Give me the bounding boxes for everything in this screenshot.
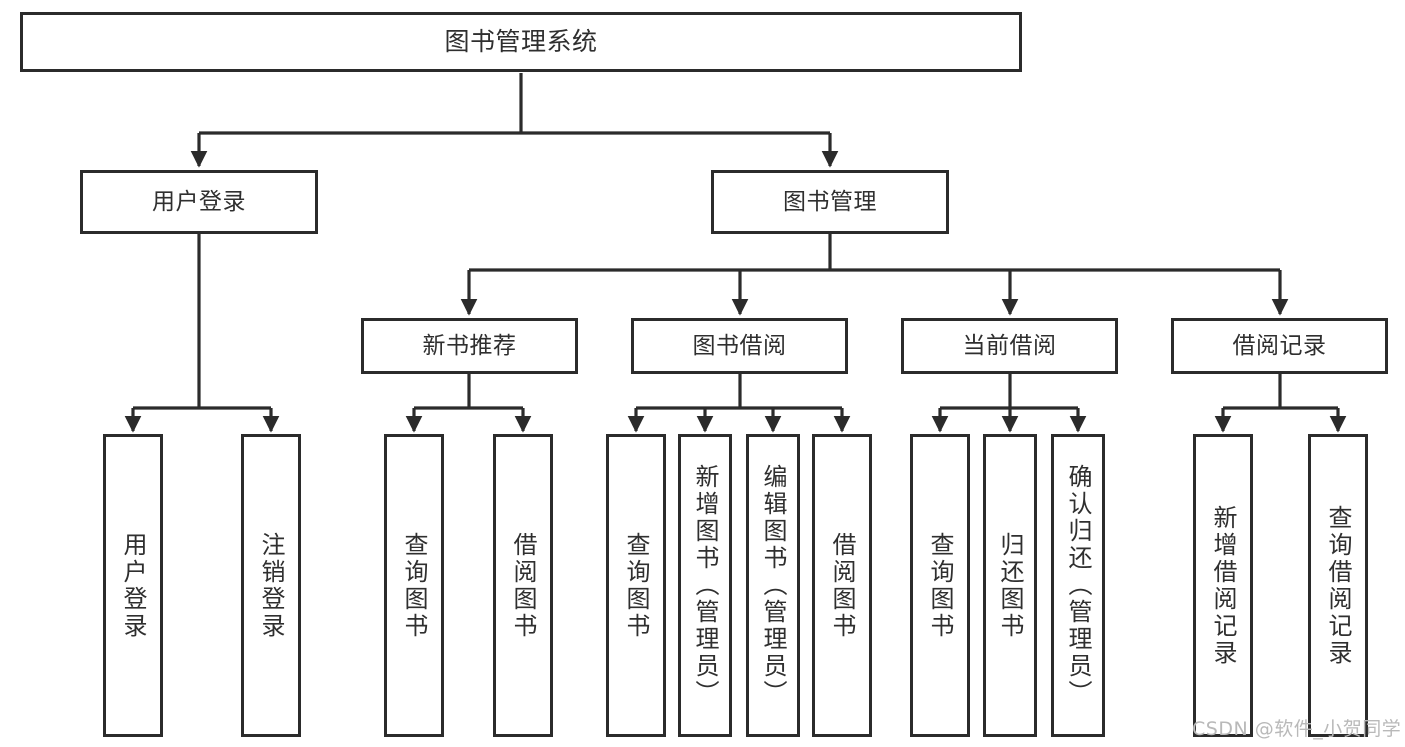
- node-leaf-add-record-label: 新增借阅记录: [1209, 504, 1237, 667]
- node-leaf-return-book-label: 归还图书: [996, 531, 1024, 640]
- node-borrow-record-label: 借阅记录: [1232, 332, 1327, 359]
- node-leaf-add-book[interactable]: 新增图书（管理员）: [678, 434, 732, 737]
- node-leaf-query-book-3[interactable]: 查询图书: [910, 434, 970, 737]
- node-borrow-record[interactable]: 借阅记录: [1171, 318, 1388, 374]
- node-leaf-user-login-label: 用户登录: [119, 531, 147, 640]
- node-current-borrow-label: 当前借阅: [962, 332, 1057, 359]
- node-leaf-add-book-label: 新增图书（管理员）: [691, 464, 719, 707]
- node-new-book-recommend-label: 新书推荐: [422, 332, 517, 359]
- node-leaf-query-book-3-label: 查询图书: [926, 531, 954, 640]
- node-leaf-logout-login-label: 注销登录: [257, 531, 285, 640]
- node-leaf-logout-login[interactable]: 注销登录: [241, 434, 301, 737]
- node-leaf-query-record[interactable]: 查询借阅记录: [1308, 434, 1368, 737]
- node-leaf-edit-book-label: 编辑图书（管理员）: [759, 464, 787, 707]
- node-leaf-query-record-label: 查询借阅记录: [1324, 504, 1352, 667]
- node-leaf-borrow-book-1-label: 借阅图书: [509, 531, 537, 640]
- node-book-borrow[interactable]: 图书借阅: [631, 318, 848, 374]
- node-book-manage[interactable]: 图书管理: [711, 170, 949, 234]
- node-leaf-borrow-book-2[interactable]: 借阅图书: [812, 434, 872, 737]
- node-leaf-confirm-return[interactable]: 确认归还（管理员）: [1051, 434, 1105, 737]
- node-root-label: 图书管理系统: [444, 26, 598, 56]
- node-root[interactable]: 图书管理系统: [20, 12, 1022, 72]
- node-leaf-query-book-1-label: 查询图书: [400, 531, 428, 640]
- node-leaf-query-book-2-label: 查询图书: [622, 531, 650, 640]
- node-leaf-user-login[interactable]: 用户登录: [103, 434, 163, 737]
- node-leaf-edit-book[interactable]: 编辑图书（管理员）: [746, 434, 800, 737]
- node-leaf-confirm-return-label: 确认归还（管理员）: [1064, 464, 1092, 707]
- node-current-borrow[interactable]: 当前借阅: [901, 318, 1118, 374]
- watermark-text: CSDN @软件_小贺同学: [1192, 718, 1402, 740]
- node-book-borrow-label: 图书借阅: [692, 332, 787, 359]
- node-user-login-label: 用户登录: [152, 188, 246, 215]
- node-leaf-borrow-book-1[interactable]: 借阅图书: [493, 434, 553, 737]
- node-leaf-return-book[interactable]: 归还图书: [983, 434, 1037, 737]
- node-user-login[interactable]: 用户登录: [80, 170, 318, 234]
- node-leaf-query-book-2[interactable]: 查询图书: [606, 434, 666, 737]
- node-leaf-add-record[interactable]: 新增借阅记录: [1193, 434, 1253, 737]
- node-new-book-recommend[interactable]: 新书推荐: [361, 318, 578, 374]
- node-leaf-borrow-book-2-label: 借阅图书: [828, 531, 856, 640]
- node-book-manage-label: 图书管理: [783, 188, 877, 215]
- node-leaf-query-book-1[interactable]: 查询图书: [384, 434, 444, 737]
